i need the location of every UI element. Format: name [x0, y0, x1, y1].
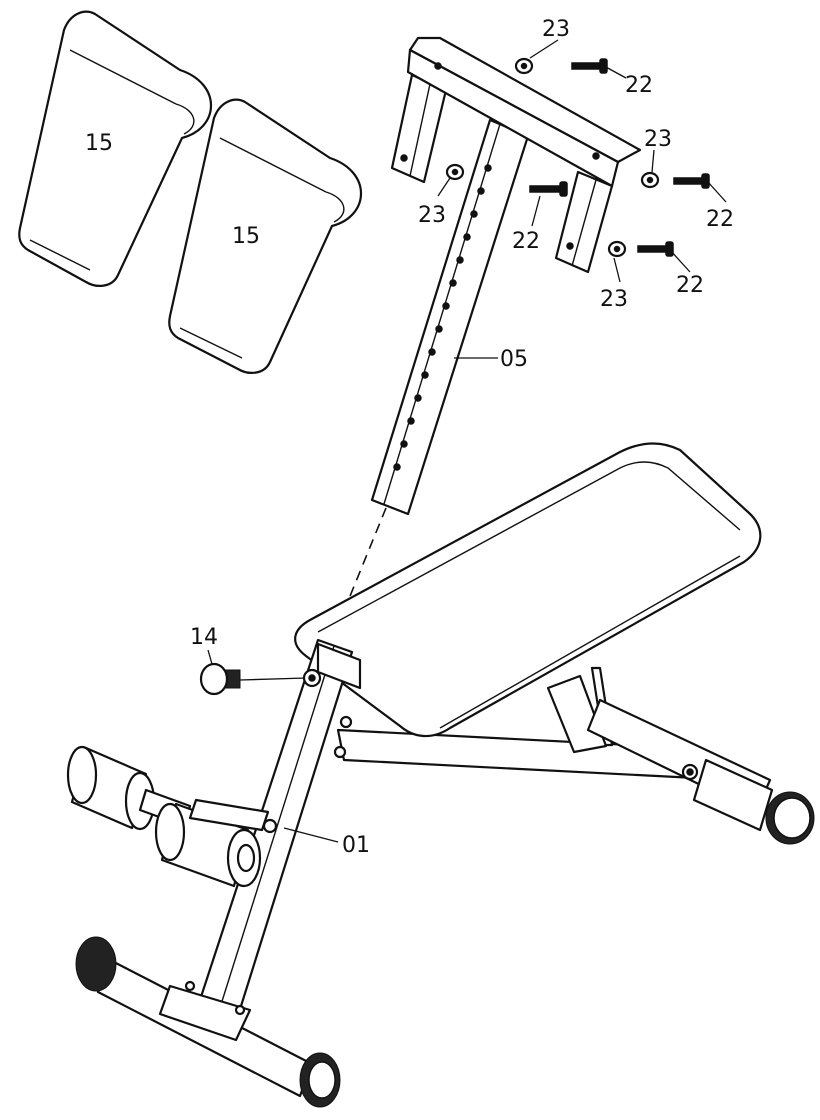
washer-right-lower [607, 240, 627, 258]
crossbar-bracket [390, 36, 642, 274]
label-knob: 14 [190, 625, 218, 650]
label-pad-left: 15 [85, 131, 113, 156]
bolt-right-lower [637, 241, 674, 257]
washer-top [514, 57, 534, 75]
label-bolt-top: 22 [625, 73, 653, 98]
washer-left [445, 163, 465, 181]
label-washer-top: 23 [542, 17, 570, 42]
bolt-right-upper [673, 173, 710, 189]
leg-pad-right [168, 98, 363, 374]
label-washer-right-lower: 23 [600, 287, 628, 312]
upright-holes [393, 164, 492, 471]
bolt-top [571, 58, 608, 74]
leg-pad-left [18, 10, 213, 287]
label-bolt-right-lower: 22 [676, 273, 704, 298]
bolt-middle [529, 181, 568, 197]
label-pad-right: 15 [232, 224, 260, 249]
label-bolt-middle: 22 [512, 229, 540, 254]
rear-foot-cap [692, 758, 815, 845]
front-base [75, 936, 341, 1108]
front-roller-front [154, 798, 270, 888]
front-roller-back [66, 745, 192, 831]
label-upright-tube: 05 [500, 347, 528, 372]
washer-right-upper [640, 171, 660, 189]
label-washer-left: 23 [418, 203, 446, 228]
label-washer-right-upper: 23 [644, 127, 672, 152]
knob [199, 662, 322, 696]
label-bolt-right-upper: 22 [706, 207, 734, 232]
seat-pad [294, 442, 762, 738]
leader-lines [207, 39, 727, 843]
label-main-frame: 01 [342, 833, 370, 858]
